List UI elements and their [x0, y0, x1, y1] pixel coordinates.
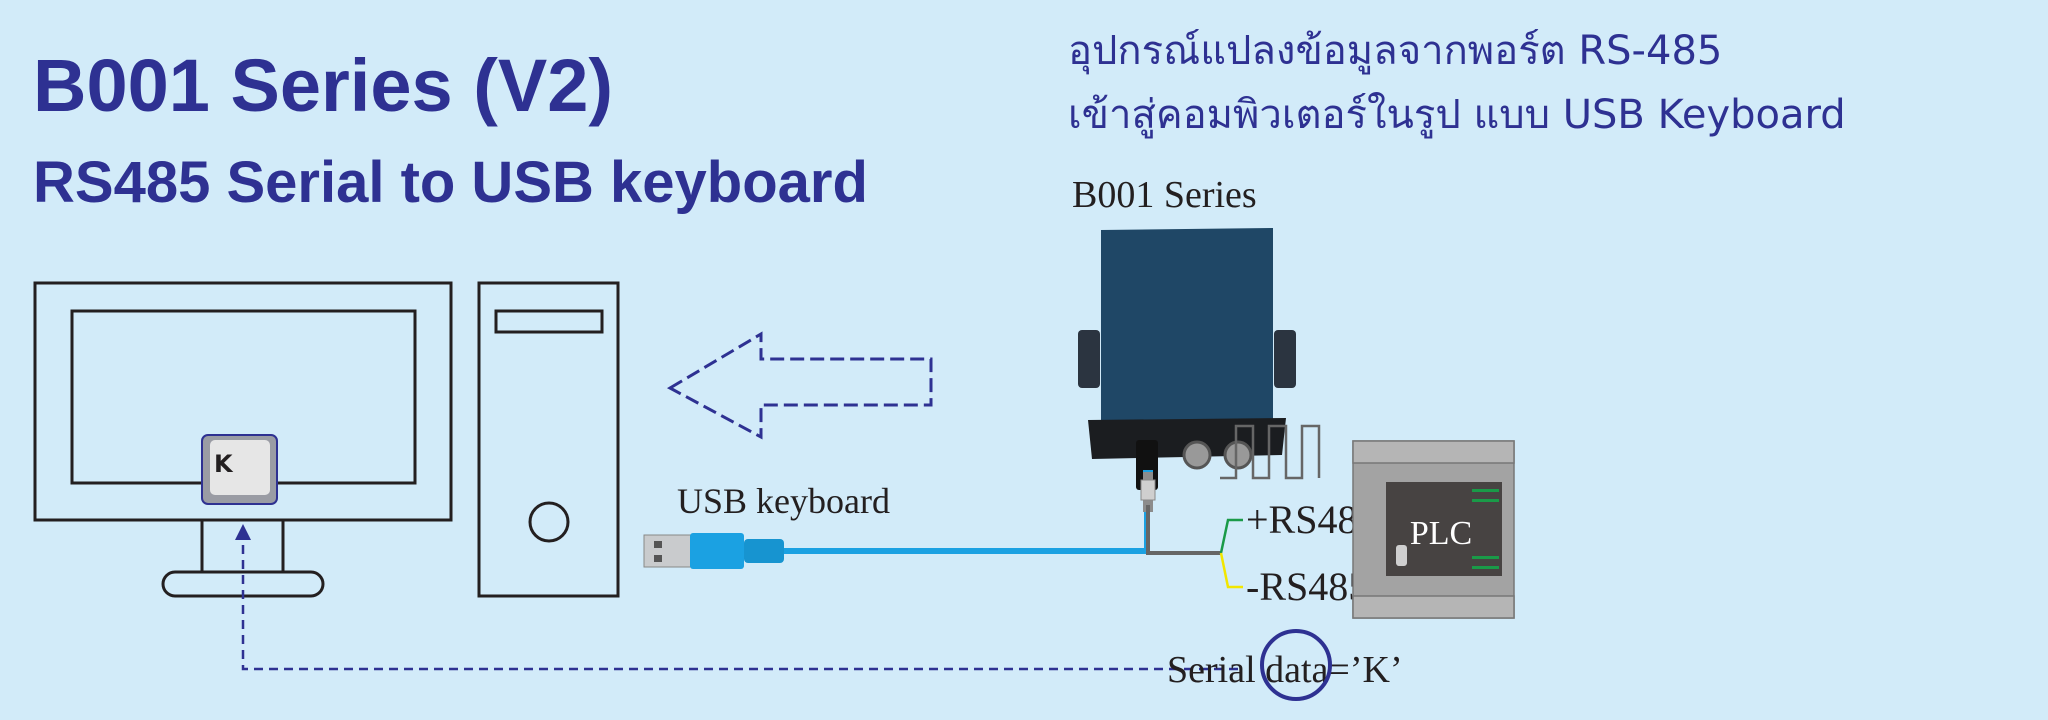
usb-keyboard-label: USB keyboard [677, 481, 890, 521]
serial-data-label: Serial data=’K’ [1167, 649, 1403, 691]
minus-wire [1219, 552, 1243, 589]
device-label: B001 Series [1072, 174, 1257, 216]
serial-data-text: Serial data= [1167, 649, 1350, 691]
pc-tower-icon [477, 281, 620, 598]
page-subtitle: RS485 Serial to USB keyboard [33, 150, 868, 215]
serial-data-value: ’K’ [1350, 649, 1403, 691]
thai-description-line1: อุปกรณ์แปลงข้อมูลจากพอร์ต RS-485 [1068, 28, 1722, 75]
minus-rs485-label: -RS485 [1246, 564, 1368, 609]
thai-description-line2: เข้าสู่คอมพิวเตอร์ในรูป แบบ USB Keyboard [1068, 91, 1846, 138]
square-wave-icon [1220, 424, 1321, 480]
plus-wire [1219, 518, 1243, 554]
key-label: K [214, 450, 234, 478]
serial-value-circle [1260, 629, 1332, 701]
keyboard-key-k: K [201, 434, 278, 505]
data-flow-arrow-icon [666, 331, 933, 440]
rs485-cable [1146, 505, 1221, 555]
serial-data-path [241, 536, 1238, 671]
plc-label: PLC [1410, 515, 1472, 552]
usb-plug-icon [643, 533, 784, 569]
serial-arrowhead-icon [235, 524, 251, 540]
page-title: B001 Series (V2) [33, 44, 613, 127]
plc-device-icon: PLC [1352, 440, 1515, 619]
